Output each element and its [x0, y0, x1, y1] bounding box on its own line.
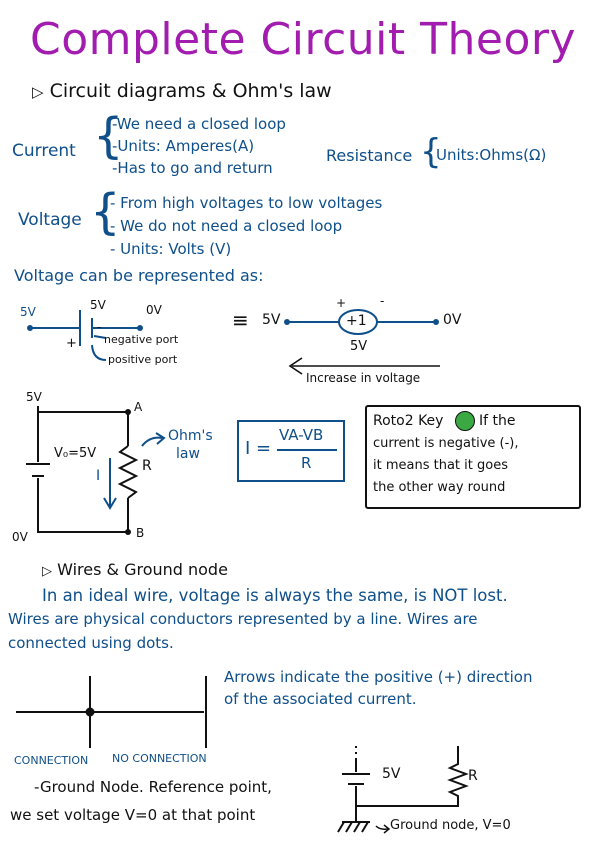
source-right-0v: 0V — [443, 312, 462, 328]
source-plus: + — [336, 296, 347, 310]
arrows-line-2: of the associated current. — [224, 690, 417, 708]
voltage-item-2: - We do not need a closed loop — [110, 217, 343, 235]
equivalent-symbol: ≡ — [232, 308, 249, 332]
arrows-line-1: Arrows indicate the positive (+) directi… — [224, 668, 533, 686]
ohms-law-label-1: Ohm's — [168, 428, 213, 444]
section-heading-text: Circuit diagrams & Ohm's law — [49, 80, 332, 102]
ground-line-1: -Ground Node. Reference point, — [34, 778, 272, 796]
ohms-law-formula-box: I = VA-VB R — [237, 420, 345, 482]
formula-lhs: I = — [245, 438, 272, 459]
section-heading-text: Wires & Ground node — [57, 560, 228, 579]
fraction-bar — [277, 449, 337, 451]
current-item-3: -Has to go and return — [112, 159, 273, 177]
battery-minus: - — [97, 320, 102, 334]
source-below-5v: 5V — [350, 339, 368, 354]
roto2-line-1: current is negative (-), — [373, 436, 519, 451]
voltage-label: Voltage — [18, 210, 82, 230]
battery-symbol-lines — [30, 310, 140, 361]
resistance-brace: { — [420, 132, 442, 172]
voltage-represented-text: Voltage can be represented as: — [14, 266, 264, 285]
current-item-2: -Units: Amperes(A) — [112, 137, 255, 155]
ohm-top-5v: 5V — [26, 390, 42, 404]
current-i-label: I — [96, 468, 101, 484]
battery-left-5v: 5V — [20, 305, 36, 319]
battery-plus: + — [66, 336, 77, 351]
connection-label: CONNECTION — [14, 754, 89, 767]
section-wires-heading: ▷ Wires & Ground node — [42, 560, 228, 579]
section-circuit-diagrams-heading: ▷ Circuit diagrams & Ohm's law — [32, 80, 332, 102]
resistance-units: Units:Ohms(Ω) — [436, 146, 547, 164]
page-title: Complete Circuit Theory — [30, 14, 577, 65]
roto2-key-box: Roto2 Key If the current is negative (-)… — [365, 405, 581, 509]
node-b-label: B — [136, 526, 145, 540]
current-label: Current — [12, 141, 76, 161]
resistor-r-label: R — [142, 458, 152, 474]
triangle-bullet-icon: ▷ — [32, 83, 44, 101]
ohm-bottom-0v: 0V — [12, 530, 28, 544]
ground-voltage-label: 5V — [382, 766, 401, 782]
v0-label: V₀=5V — [54, 446, 97, 461]
roto2-logo-icon — [455, 411, 475, 431]
ground-circuit-lines — [337, 746, 469, 833]
no-connection-label: NO CONNECTION — [112, 752, 207, 765]
negative-port-label: negative port — [104, 333, 179, 346]
wires-line-3: connected using dots. — [8, 634, 174, 652]
source-minus: - — [380, 294, 385, 308]
wire-lines — [16, 676, 207, 748]
battery-top-5v: 5V — [90, 298, 106, 312]
wires-line-1: In an ideal wire, voltage is always the … — [42, 586, 508, 605]
current-brace: { — [93, 108, 124, 164]
node-a-label: A — [134, 400, 143, 414]
ground-line-2: we set voltage V=0 at that point — [10, 806, 256, 824]
voltage-brace: { — [90, 184, 121, 240]
ohms-law-label-2: law — [176, 446, 200, 462]
increase-voltage-label: Increase in voltage — [306, 371, 421, 385]
triangle-bullet-icon: ▷ — [42, 564, 52, 579]
positive-port-label: positive port — [108, 353, 178, 366]
voltage-item-1: - From high voltages to low voltages — [110, 194, 383, 212]
formula-denominator: R — [301, 454, 312, 472]
formula-numerator: VA-VB — [279, 426, 324, 444]
battery-top-0v: 0V — [146, 303, 162, 317]
voltage-item-3: - Units: Volts (V) — [110, 240, 232, 258]
wires-line-2: Wires are physical conductors represente… — [8, 610, 478, 628]
resistance-label: Resistance — [326, 146, 413, 165]
current-item-1: -We need a closed loop — [112, 115, 286, 133]
source-symbol: +1 — [346, 313, 367, 329]
roto2-title: Roto2 Key — [373, 413, 444, 429]
ground-resistor-label: R — [468, 768, 478, 784]
roto2-text-first: If the — [479, 413, 516, 429]
ground-node-label: Ground node, V=0 — [390, 818, 511, 833]
roto2-line-2: it means that it goes — [373, 458, 508, 473]
ohm-circuit-lines — [26, 406, 139, 533]
source-left-5v: 5V — [262, 312, 281, 328]
roto2-line-3: the other way round — [373, 480, 506, 495]
